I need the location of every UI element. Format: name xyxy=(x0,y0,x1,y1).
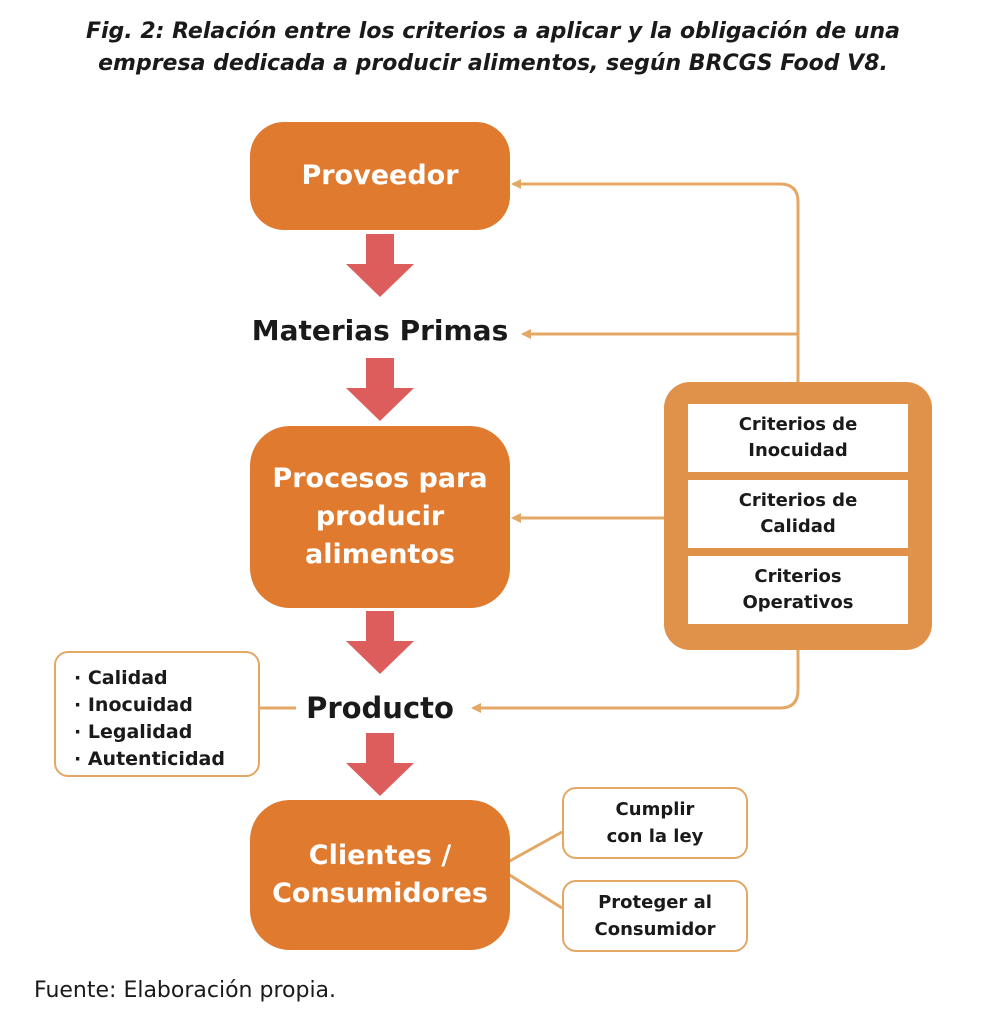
obligation-consumidor-line-2: Consumidor xyxy=(594,919,716,940)
figure-caption: Fig. 2: Relación entre los criterios a a… xyxy=(0,16,986,80)
criteria-calidad: Criterios de Calidad xyxy=(688,480,908,548)
obligation-consumidor-line-1: Proteger al xyxy=(598,892,712,913)
attribute-inocuidad: Inocuidad xyxy=(74,692,258,719)
criteria-inocuidad: Criterios de Inocuidad xyxy=(688,404,908,472)
obligation-proteger-consumidor: Proteger al Consumidor xyxy=(562,880,748,952)
criteria-operativos: Criterios Operativos xyxy=(688,556,908,624)
node-producto: Producto xyxy=(306,691,454,725)
node-materias-primas: Materias Primas xyxy=(251,314,509,347)
obligation-cumplir-ley: Cumplir con la ley xyxy=(562,787,748,859)
flow-arrow-procesos-producto xyxy=(346,611,414,674)
criteria-operativos-line-2: Operativos xyxy=(742,592,854,613)
node-proveedor: Proveedor xyxy=(250,122,510,230)
connector-to-proveedor xyxy=(511,179,800,382)
flow-arrow-proveedor-materias xyxy=(346,234,414,297)
caption-line-2: empresa dedicada a producir alimentos, s… xyxy=(98,51,888,76)
obligation-ley-line-2: con la ley xyxy=(606,826,704,847)
node-procesos-line-2: producir xyxy=(315,501,445,532)
node-proveedor-label: Proveedor xyxy=(301,160,459,191)
criteria-calidad-line-1: Criterios de xyxy=(738,490,858,511)
connector-clientes-ley xyxy=(507,830,563,864)
product-attributes-box: Calidad Inocuidad Legalidad Autenticidad xyxy=(54,651,260,777)
connector-clientes-consumidor xyxy=(507,872,563,910)
criteria-inocuidad-line-1: Criterios de xyxy=(738,414,858,435)
attribute-legalidad: Legalidad xyxy=(74,719,258,746)
node-procesos-line-1: Procesos para xyxy=(272,463,488,494)
criteria-calidad-line-2: Calidad xyxy=(760,516,836,537)
criteria-inocuidad-line-2: Inocuidad xyxy=(748,440,848,461)
node-clientes: Clientes / Consumidores xyxy=(250,800,510,950)
product-attributes-list: Calidad Inocuidad Legalidad Autenticidad xyxy=(74,665,258,773)
node-procesos: Procesos para producir alimentos xyxy=(250,426,510,608)
caption-line-1: Fig. 2: Relación entre los criterios a a… xyxy=(85,19,900,44)
source-note: Fuente: Elaboración propia. xyxy=(34,978,337,1003)
attribute-autenticidad: Autenticidad xyxy=(74,746,258,773)
node-clientes-line-1: Clientes / xyxy=(308,840,452,871)
connector-to-producto xyxy=(471,650,800,713)
attribute-calidad: Calidad xyxy=(74,665,258,692)
node-clientes-line-2: Consumidores xyxy=(272,878,488,909)
flow-arrow-materias-procesos xyxy=(346,358,414,421)
criteria-panel: Criterios de Inocuidad Criterios de Cali… xyxy=(664,382,932,650)
flow-arrow-producto-clientes xyxy=(346,733,414,796)
obligation-ley-line-1: Cumplir xyxy=(615,799,695,820)
node-procesos-line-3: alimentos xyxy=(305,539,455,570)
criteria-operativos-line-1: Criterios xyxy=(754,566,842,587)
